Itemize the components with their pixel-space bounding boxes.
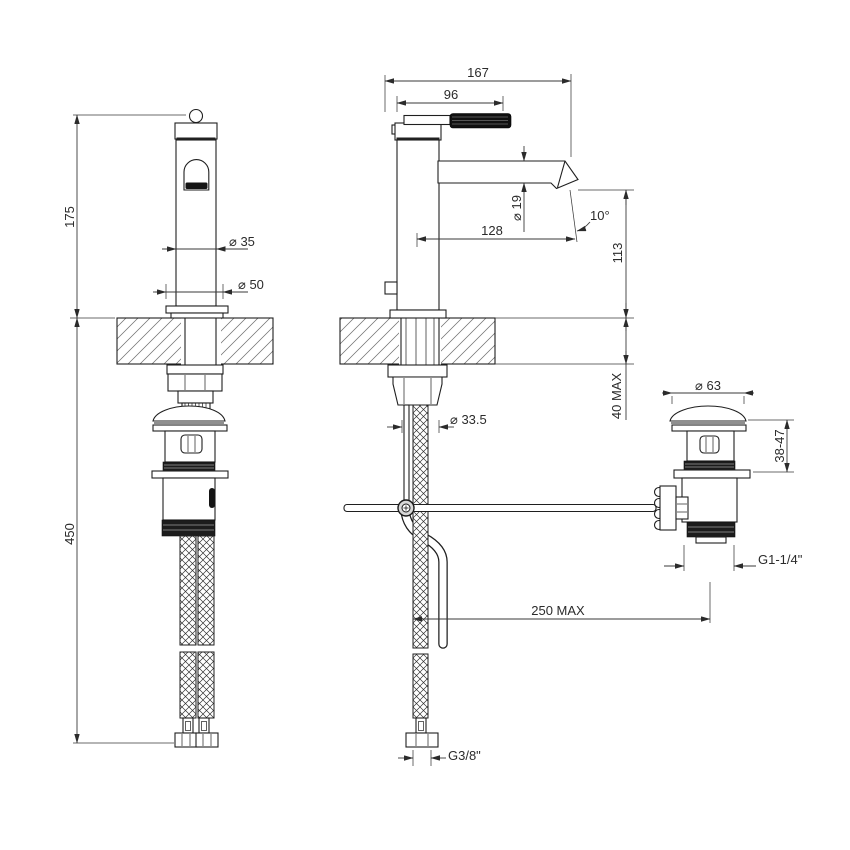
popup-flange-front — [152, 424, 228, 432]
dim-hole-diameter: ⌀ 33.5 — [387, 412, 487, 433]
washer-front — [166, 364, 224, 375]
popup-rod-upper — [403, 404, 410, 504]
dim-drain-clamp-range-label: 38-47 — [772, 429, 787, 462]
dim-handle-length-label: 96 — [444, 87, 458, 102]
dim-body-diameter: ⌀ 35 — [162, 234, 255, 252]
dim-total-height-label: 175 — [62, 206, 77, 228]
aerator-front — [185, 182, 208, 189]
base-flange-side — [389, 309, 447, 319]
dim-spout-reach-label: 128 — [481, 223, 503, 238]
popup-flange2-side — [673, 469, 751, 479]
dim-drain-thread-label: G1-1/4" — [758, 552, 803, 567]
popup-linkage — [343, 404, 657, 748]
handle-lever — [449, 113, 512, 129]
hose-nut-front-1 — [174, 732, 198, 748]
countertop-front — [116, 317, 274, 365]
thread-band-front-2 — [161, 519, 216, 537]
cap-joint-front — [176, 137, 216, 141]
dim-body-diameter-label: ⌀ 35 — [229, 234, 255, 249]
supply-hoses-front — [174, 535, 219, 748]
adapter-front — [177, 390, 214, 404]
dim-base-diameter: ⌀ 50 — [153, 277, 264, 299]
dim-supply-thread-label: G3/8" — [448, 748, 481, 763]
popup-barrel-front — [162, 477, 216, 521]
dim-handle-length: 96 — [396, 87, 504, 112]
supply-hose-side-lower — [412, 653, 429, 719]
faucet-cap-side — [394, 122, 442, 141]
popup-flange-side — [671, 424, 747, 432]
cap-joint-side — [396, 137, 440, 141]
dim-spout-diameter-label: ⌀ 19 — [509, 195, 524, 221]
dim-drain-cap-diameter: ⌀ 63 — [662, 378, 754, 404]
dim-max-drain-distance: 250 MAX — [412, 582, 711, 623]
dim-spout-angle-label: 10° — [590, 208, 610, 223]
popup-flange2-front — [151, 470, 229, 479]
dim-hose-length: 450 — [62, 317, 174, 744]
base-flange-front — [165, 305, 229, 314]
horizontal-rod — [343, 503, 657, 513]
dim-total-depth-label: 167 — [467, 65, 489, 80]
popup-cap-side — [669, 405, 747, 422]
dim-spout-reach: 128 — [416, 223, 576, 247]
popup-window-side — [699, 435, 720, 454]
faucet-body-side — [396, 139, 440, 311]
dim-hole-diameter-label: ⌀ 33.5 — [450, 412, 487, 427]
linkage-knob — [653, 485, 689, 531]
mounting-nut-front — [167, 373, 223, 392]
spout-tip-face — [556, 160, 566, 188]
linkage-knob-hub — [675, 496, 689, 520]
thread-band-side-1 — [683, 460, 736, 471]
faucet-front — [165, 108, 229, 319]
base-flange-front-2 — [170, 312, 224, 319]
thread-band-side-2 — [686, 521, 736, 538]
front-view — [116, 108, 274, 748]
hose-nut-front-2 — [195, 732, 219, 748]
side-outlet-front — [209, 488, 215, 508]
dim-spout-angle: 10° — [569, 189, 610, 243]
dim-hose-length-label: 450 — [62, 523, 77, 545]
faucet-body-front — [175, 139, 217, 307]
mounting-nut-side — [392, 376, 443, 406]
dim-total-height: 175 — [62, 114, 186, 319]
dim-total-depth: 167 — [384, 65, 572, 157]
supply-hose-side-upper — [412, 404, 429, 649]
countertop-side — [339, 317, 496, 365]
faucet-cap-front — [174, 122, 218, 140]
handle-base-side — [403, 114, 451, 126]
spout-opening-front — [183, 159, 210, 191]
washer-side — [387, 364, 448, 378]
dim-drain-cap-diameter-label: ⌀ 63 — [695, 378, 721, 393]
popup-window-front — [180, 434, 203, 454]
spout-side — [437, 160, 579, 190]
side-view — [339, 113, 657, 748]
hose-nut-side — [405, 732, 439, 748]
dim-spout-diameter: ⌀ 19 — [509, 146, 527, 232]
drain-assembly-front — [151, 364, 229, 537]
drain-assembly-side — [653, 405, 751, 544]
thread-band-front-1 — [162, 461, 216, 472]
dim-base-diameter-label: ⌀ 50 — [238, 277, 264, 292]
dim-counter-thickness-label: 40 MAX — [609, 373, 624, 420]
dimensions: 175 450 ⌀ 35 ⌀ 50 167 — [62, 65, 803, 766]
dim-drain-clamp-range: 38-47 — [748, 419, 794, 473]
dim-supply-thread: G3/8" — [398, 748, 481, 766]
popup-rod-knob-side — [384, 281, 398, 295]
popup-barrel-side — [681, 477, 738, 523]
dim-drain-thread: G1-1/4" — [664, 545, 803, 571]
popup-cap-front — [152, 405, 226, 422]
faucet-side — [384, 113, 579, 319]
handle-knob-front — [188, 108, 204, 124]
popup-tailpiece — [695, 536, 727, 544]
fixing-side — [387, 364, 448, 406]
dim-max-drain-distance-label: 250 MAX — [531, 603, 585, 618]
dim-counter-thickness: 40 MAX — [495, 317, 634, 420]
dim-spout-height: 113 — [578, 189, 634, 319]
dim-spout-height-label: 113 — [610, 243, 625, 264]
